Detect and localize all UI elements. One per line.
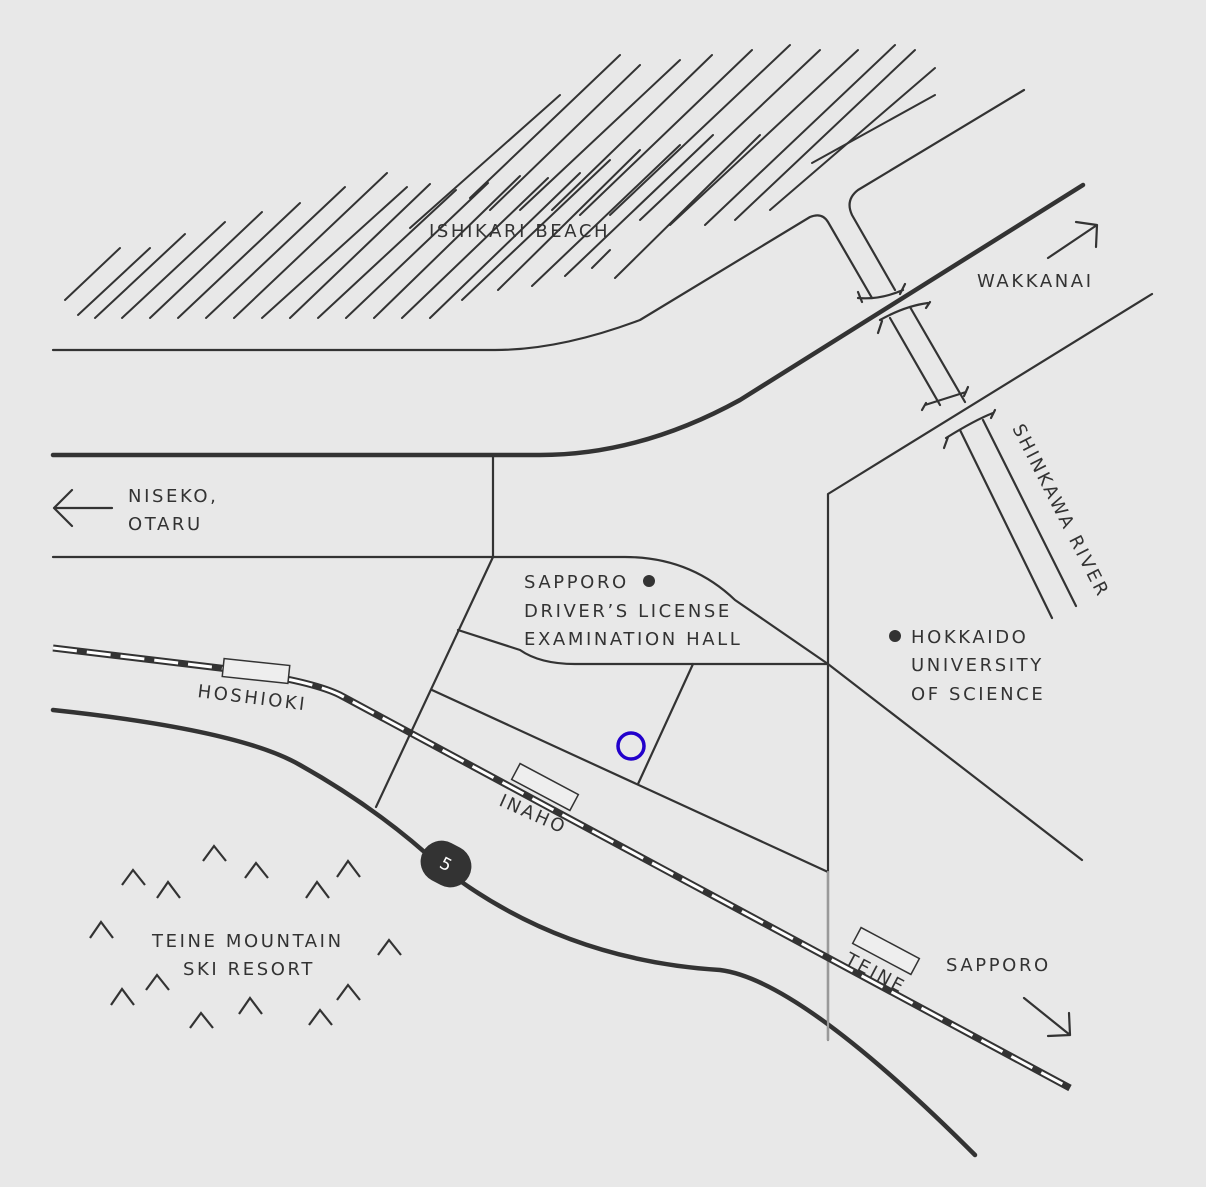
peak-icon	[156, 880, 181, 899]
dot-icon-exam-hall	[643, 575, 655, 587]
label-exam-hall-3: EXAMINATION HALL	[524, 629, 742, 650]
peak-icon	[145, 973, 170, 991]
peak-icon	[110, 987, 135, 1006]
label-sapporo: SAPPORO	[946, 955, 1051, 976]
arrow-icon-wakkanai	[1046, 220, 1099, 260]
arrow-icon-sapporo	[1022, 996, 1072, 1038]
peak-icon	[336, 983, 361, 1001]
peak-icon	[244, 861, 269, 879]
shinkawa-river	[856, 282, 1078, 620]
label-station-hoshioki: HOSHIOKI	[196, 681, 308, 715]
peak-icon	[189, 1011, 214, 1029]
peak-icon	[89, 920, 114, 939]
roads	[50, 88, 1154, 1158]
railway	[52, 644, 1072, 1092]
station-hoshioki-marker[interactable]	[221, 657, 291, 685]
label-niseko: NISEKO,	[128, 486, 218, 507]
station-inaho-marker[interactable]	[510, 762, 580, 812]
label-university-1: HOKKAIDO	[911, 627, 1028, 648]
label-ski-resort-1: TEINE MOUNTAIN	[151, 931, 344, 952]
peak-icon	[377, 938, 402, 956]
mountain-peaks	[89, 844, 402, 1029]
peak-icon	[305, 880, 330, 899]
label-wakkanai: WAKKANAI	[977, 271, 1094, 292]
label-ishikari-beach: ISHIKARI BEACH	[429, 221, 610, 242]
peak-icon	[202, 844, 227, 862]
peak-icon	[238, 996, 263, 1015]
peak-icon	[121, 868, 146, 886]
location-marker-icon[interactable]	[616, 731, 646, 761]
station-teine-marker[interactable]	[851, 926, 921, 976]
beach-hatching	[64, 44, 936, 319]
label-exam-hall-2: DRIVER’S LICENSE	[524, 601, 732, 622]
peak-icon	[336, 859, 361, 878]
label-exam-hall-1: SAPPORO	[524, 572, 629, 593]
label-ski-resort-2: SKI RESORT	[183, 959, 315, 980]
label-otaru: OTARU	[128, 514, 203, 535]
route-badge: 5	[420, 840, 472, 888]
peak-icon	[308, 1008, 333, 1026]
arrow-icon-niseko	[52, 488, 114, 528]
dot-icon-university	[889, 630, 901, 642]
label-university-3: OF SCIENCE	[911, 684, 1045, 705]
label-university-2: UNIVERSITY	[911, 655, 1044, 676]
